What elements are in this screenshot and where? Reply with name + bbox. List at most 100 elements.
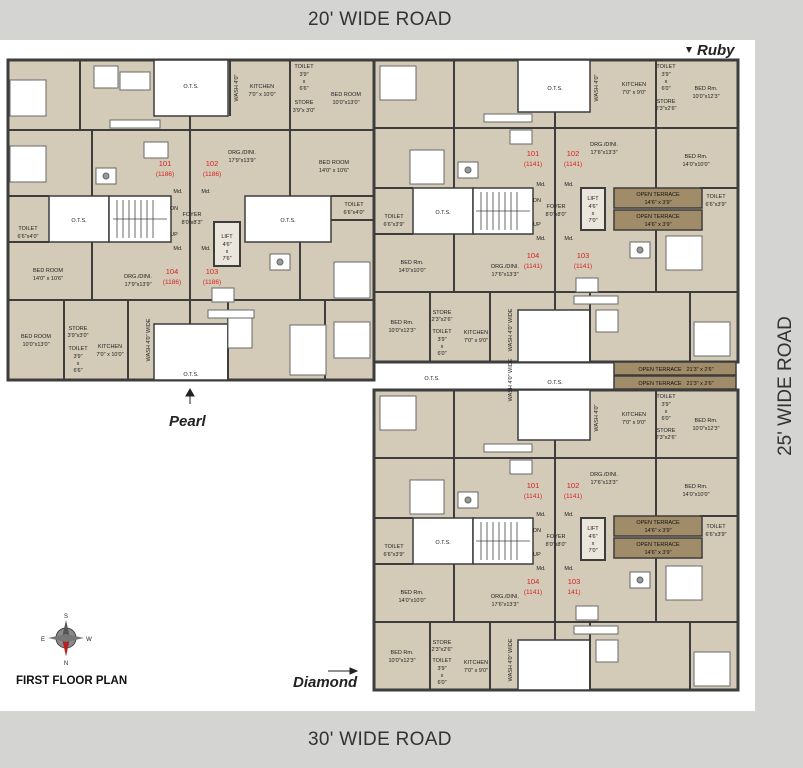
pearl-bed-right-dim: 14'0" x 10'6" bbox=[319, 168, 349, 174]
diamond-unit-103-area: 141) bbox=[567, 589, 580, 596]
pearl-md-1: Md. bbox=[173, 189, 183, 195]
ruby-unit-101: 101 bbox=[527, 149, 540, 158]
ruby-unit-102: 102 bbox=[567, 149, 580, 158]
diamond-toilet-bottom-dim-0: 3'9" bbox=[437, 666, 446, 672]
diamond-toilet-top: TOILET bbox=[656, 394, 676, 400]
pearl-foyer: FOYER bbox=[183, 212, 202, 218]
ruby-bed-left-dim: 14'0"x10'0" bbox=[398, 268, 425, 274]
pearl-kitchen-top: KITCHEN bbox=[250, 84, 274, 90]
diamond-toilet-right: TOILET bbox=[706, 524, 726, 530]
compass-n: N bbox=[64, 661, 68, 667]
diamond-lift-label: LIFT bbox=[587, 526, 599, 532]
diamond-unit-101: 101 bbox=[527, 481, 540, 490]
diamond-unit-104-area: (1141) bbox=[524, 589, 542, 596]
diamond-drg-104: DRG./DINI. bbox=[491, 594, 519, 600]
bottom-road bbox=[0, 711, 803, 768]
pearl-bed-right: BED ROOM bbox=[319, 160, 349, 166]
top-road-label: 20' WIDE ROAD bbox=[308, 9, 452, 30]
diamond-lift bbox=[580, 517, 606, 561]
ruby-terrace-b-dim: 14'6" x 3'9" bbox=[644, 222, 671, 228]
diamond-lift-dim-2: 7'0" bbox=[588, 548, 597, 554]
diamond-furniture bbox=[379, 395, 731, 687]
ruby-bed-left: BED Rm. bbox=[401, 260, 424, 266]
diamond-unit-102-area: (1141) bbox=[564, 493, 582, 500]
ruby-drg-104: DRG./DINI. bbox=[491, 264, 519, 270]
pearl-wash-bottom: WASH 4'0" WIDE bbox=[146, 318, 152, 361]
ruby-stair-up: UP bbox=[533, 222, 541, 228]
ruby-wash-bottom: WASH 4'0" WIDE bbox=[508, 308, 514, 351]
plan-labels: O.T.S. O.T.S. O.T.S. O.T.S. KITCHEN 7'0"… bbox=[18, 64, 727, 686]
ruby-md-2: Md. bbox=[564, 182, 574, 188]
pearl-unit-102: 102 bbox=[206, 159, 219, 168]
compass-s: S bbox=[64, 614, 68, 620]
diamond-stair-up: UP bbox=[533, 552, 541, 558]
ruby-store-bottom-dim: 2'3"x2'6" bbox=[432, 317, 453, 323]
pearl-furniture bbox=[9, 65, 371, 376]
diamond-toilet-left: TOILET bbox=[384, 544, 404, 550]
pearl-bed-tr-dim: 10'0"x13'0" bbox=[332, 100, 359, 106]
diamond-bed-tr-dim: 10'0"x12'3" bbox=[692, 426, 719, 432]
ruby-ots-bottom-label-r: O.T.S. bbox=[547, 380, 563, 386]
pearl-bed-bl: BED ROOM bbox=[21, 334, 51, 340]
pearl-lift-dim-2: 7'6" bbox=[222, 256, 231, 262]
ruby-store-top: STORE bbox=[657, 99, 676, 105]
ruby-ots-bottom bbox=[517, 309, 591, 363]
ruby-ots-left bbox=[412, 187, 474, 235]
ruby-wash-top: WASH 4'0" bbox=[594, 74, 600, 101]
diamond-drg-102-dim: 17'6"x13'3" bbox=[590, 480, 617, 486]
diamond-terrace-a-label: OPEN TERRACE bbox=[636, 520, 680, 526]
ruby-lift bbox=[580, 187, 606, 231]
ruby-terrace-b bbox=[613, 209, 703, 231]
ruby-ots-bottom-label-l: O.T.S. bbox=[424, 376, 440, 382]
diamond-toilet-top-dim-0: 3'9" bbox=[661, 402, 670, 408]
diamond-toilet-right-dim: 6'6"x3'9" bbox=[706, 532, 727, 538]
pearl-md-4: Md. bbox=[201, 246, 211, 252]
ruby-lift-dim-2: 7'0" bbox=[588, 218, 597, 224]
ruby-terrace-c-label: OPEN TERRACE bbox=[638, 367, 682, 373]
diamond-toilet-top-dim-2: 6'0" bbox=[661, 416, 670, 422]
pearl-foyer-dim: 8'0"x8'3" bbox=[182, 220, 203, 226]
ruby-ots-top-label: O.T.S. bbox=[547, 86, 563, 92]
pearl-lift-dim-0: 4'6" bbox=[222, 242, 231, 248]
diamond-label: Diamond bbox=[293, 674, 358, 691]
pearl-kitchen-top-dim: 7'0" x 10'0" bbox=[248, 92, 275, 98]
diamond-lift-dim-1: x bbox=[592, 541, 595, 547]
ruby-foyer: FOYER bbox=[547, 204, 566, 210]
pearl-toilet-bottom-dim-1: x bbox=[77, 361, 80, 367]
ruby-unit-103-area: (1141) bbox=[574, 263, 592, 270]
ruby-drg-102-dim: 17'6"x13'3" bbox=[590, 150, 617, 156]
compass-w: W bbox=[86, 637, 92, 643]
ruby-walls bbox=[374, 60, 738, 362]
ruby-unit-104-area: (1141) bbox=[524, 263, 542, 270]
diamond-terrace-a-dim: 14'6" x 3'9" bbox=[644, 528, 671, 534]
pearl-toilet-top-dim-0: 3'9" bbox=[299, 72, 308, 78]
diamond-bed-tr: BED Rm. bbox=[695, 418, 718, 424]
ruby-toilet-top-dim-1: x bbox=[665, 79, 668, 85]
bottom-road-label: 30' WIDE ROAD bbox=[308, 729, 452, 750]
pearl-kitchen-bottom-dim: 7'0" x 10'0" bbox=[96, 352, 123, 358]
pearl-toilet-right-dim: 6'6"x4'0" bbox=[344, 210, 365, 216]
pearl-toilet-top-dim-1: x bbox=[303, 79, 306, 85]
pearl-bed-left: BED ROOM bbox=[33, 268, 63, 274]
pearl-toilet-left-dim: 6'6"x4'0" bbox=[18, 234, 39, 240]
diamond-bed-left: BED Rm. bbox=[401, 590, 424, 596]
pearl-bed-left-dim: 14'0" x 10'6" bbox=[33, 276, 63, 282]
diamond-terrace-b-dim: 14'6" x 3'9" bbox=[644, 550, 671, 556]
pearl-kitchen-bottom: KITCHEN bbox=[98, 344, 122, 350]
pearl-unit-102-area: (1186) bbox=[203, 171, 221, 178]
pearl-ots-bottom-label: O.T.S. bbox=[183, 372, 199, 378]
diamond-walls bbox=[374, 390, 738, 690]
ruby-lift-label: LIFT bbox=[587, 196, 599, 202]
ruby-foyer-dim: 8'0"x8'0" bbox=[546, 212, 567, 218]
ruby-drg-102: DRG./DINI. bbox=[590, 142, 618, 148]
ruby-md-4: Md. bbox=[564, 236, 574, 242]
pearl-lift-dim-1: x bbox=[226, 249, 229, 255]
diamond-md-4: Md. bbox=[564, 566, 574, 572]
pearl-unit-101-area: (1186) bbox=[156, 171, 174, 178]
diamond-toilet-bottom-dim-1: x bbox=[441, 673, 444, 679]
ruby-kitchen-dim: 7'0" x 9'0" bbox=[622, 90, 646, 96]
pearl-md-3: Md. bbox=[173, 246, 183, 252]
pearl-drg-104-dim: 17'9"x13'9" bbox=[124, 282, 151, 288]
ruby-ots-top bbox=[517, 59, 591, 113]
